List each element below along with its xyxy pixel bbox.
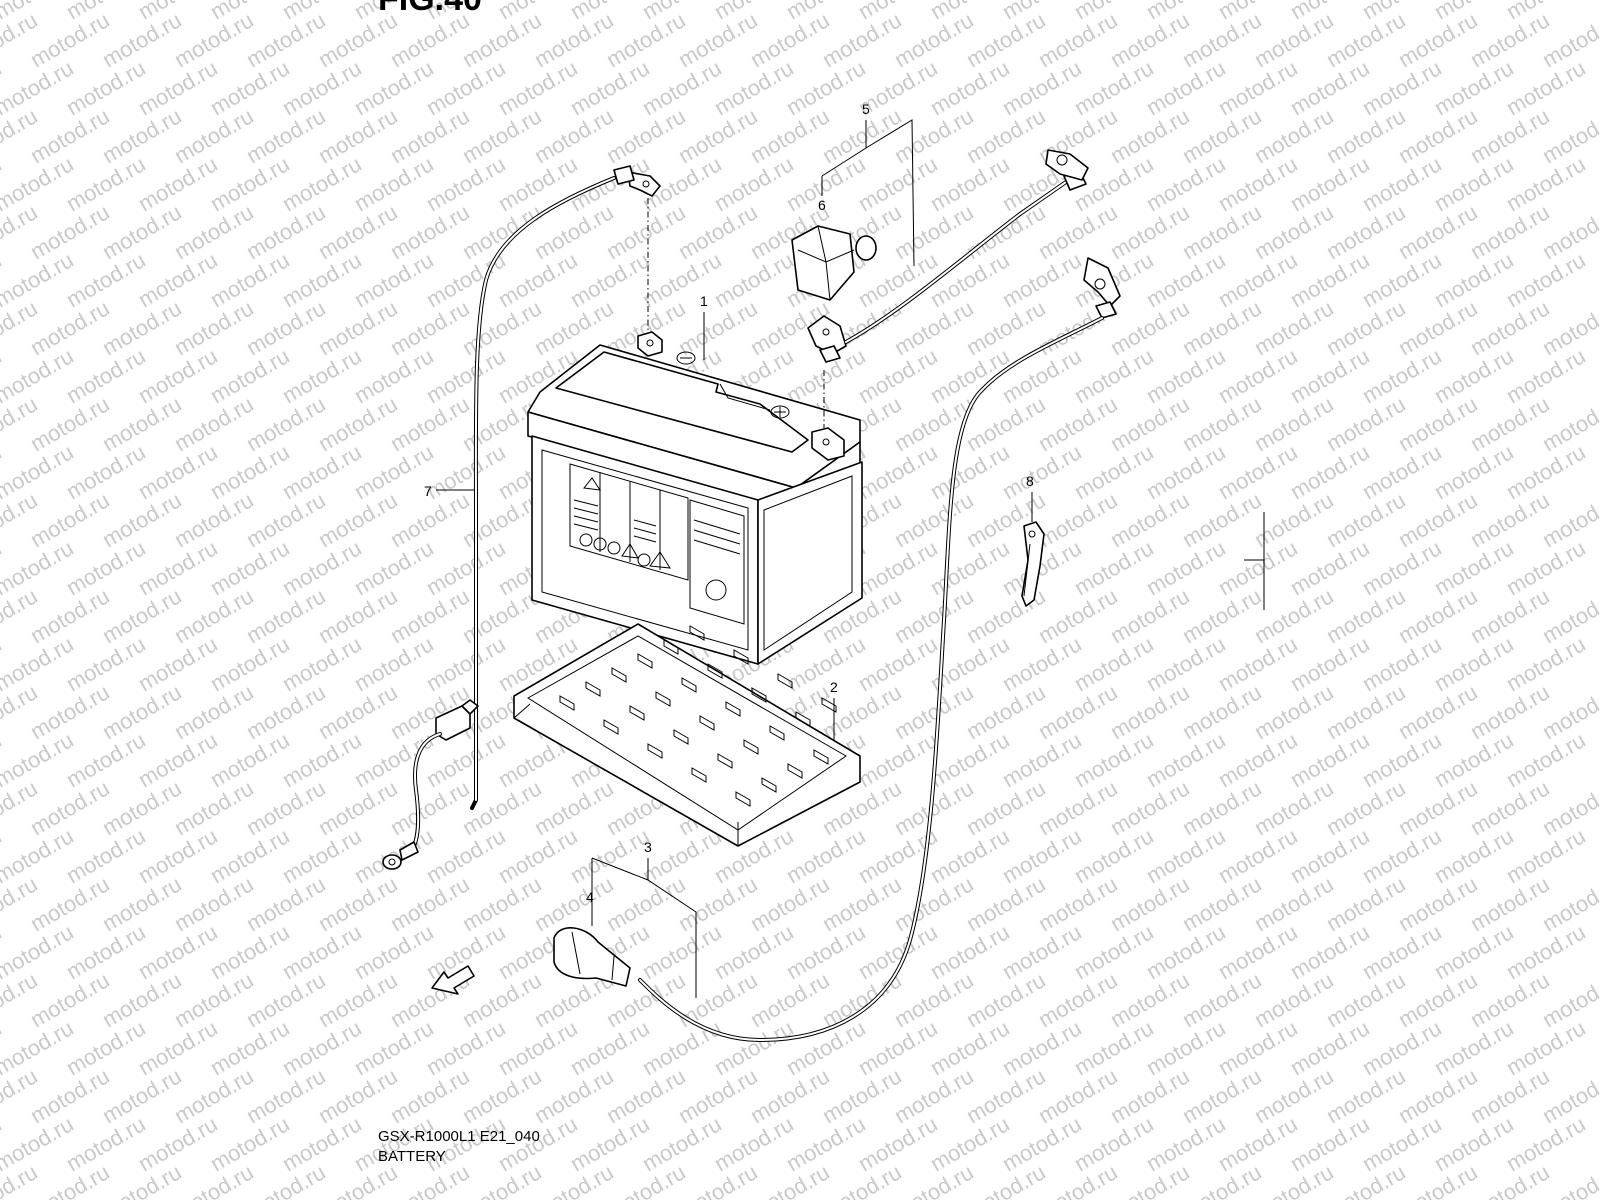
svg-text:7: 7 — [424, 483, 432, 499]
reference-line — [1244, 512, 1265, 610]
callout-3: 3 — [591, 839, 697, 998]
model-code: GSX-R1000L1 E21_040 — [378, 1128, 540, 1145]
callout-2: 2 — [830, 679, 838, 740]
callout-5: 5 — [821, 101, 915, 267]
battery[interactable] — [527, 331, 863, 665]
negative-lead-wire[interactable] — [382, 165, 661, 870]
svg-text:4: 4 — [586, 889, 594, 905]
svg-text:6: 6 — [818, 197, 826, 213]
tray-slots — [559, 625, 837, 807]
callout-4: 4 — [586, 858, 594, 926]
battery-tray[interactable] — [513, 623, 861, 847]
battery-band[interactable] — [1021, 521, 1045, 607]
svg-text:3: 3 — [644, 839, 652, 855]
terminal-cap[interactable] — [553, 927, 631, 987]
callout-7: 7 — [424, 483, 474, 499]
callout-8: 8 — [1026, 473, 1034, 522]
svg-text:8: 8 — [1026, 473, 1034, 489]
callout-1: 1 — [700, 293, 708, 360]
positive-lead-wire[interactable] — [807, 149, 1089, 363]
svg-text:2: 2 — [830, 679, 838, 695]
starter-motor-lead-wire[interactable] — [638, 257, 1121, 1043]
terminal-cover[interactable] — [791, 225, 877, 301]
svg-text:5: 5 — [862, 101, 870, 117]
section-name: BATTERY — [378, 1148, 446, 1165]
svg-text:1: 1 — [700, 293, 708, 309]
callout-6: 6 — [818, 176, 826, 213]
figure-title: FIG.40 — [378, 0, 482, 19]
fwd-arrow-icon: FWD — [431, 965, 475, 995]
